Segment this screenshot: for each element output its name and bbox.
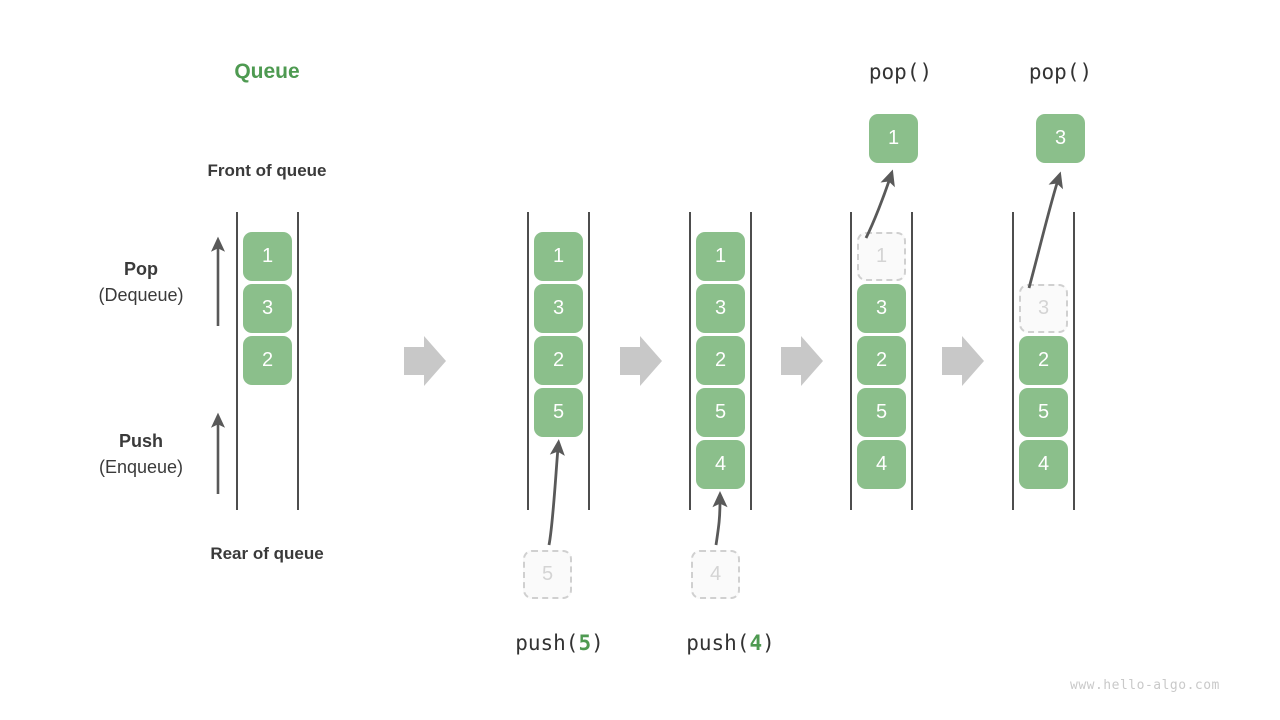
queue-block: 1: [696, 232, 745, 281]
push-label-group: Push (Enqueue): [46, 428, 236, 480]
op-arg: 4: [749, 631, 763, 655]
ejected-block: 1: [869, 114, 918, 163]
page-title: Queue: [234, 60, 300, 83]
op-caption-pop-3: pop(): [1028, 60, 1093, 84]
rail-left-col3: [689, 212, 691, 510]
rail-left-col2: [527, 212, 529, 510]
push-5-motion-arrow: [547, 439, 565, 546]
queue-block: 2: [243, 336, 292, 385]
op-caption-push-5: push(5): [452, 631, 667, 655]
incoming-ghost-block: 4: [691, 550, 740, 599]
rail-left-col4: [850, 212, 852, 510]
rail-right-col4: [911, 212, 913, 510]
queue-block: 3: [696, 284, 745, 333]
push-label: Push: [118, 431, 163, 451]
popped-ghost-block: 1: [857, 232, 906, 281]
rail-left-col5: [1012, 212, 1014, 510]
op-prefix: push(: [686, 631, 750, 655]
queue-block: 2: [1019, 336, 1068, 385]
queue-block: 4: [696, 440, 745, 489]
queue-block: 5: [857, 388, 906, 437]
queue-block: 5: [696, 388, 745, 437]
queue-block: 2: [696, 336, 745, 385]
rail-right-col5: [1073, 212, 1075, 510]
queue-block: 3: [243, 284, 292, 333]
op-caption-pop-1: pop(): [868, 60, 933, 84]
queue-block: 4: [1019, 440, 1068, 489]
ejected-block: 3: [1036, 114, 1085, 163]
rail-left-col1: [236, 212, 238, 510]
queue-block: 4: [857, 440, 906, 489]
pop-1-motion-arrow: [864, 169, 895, 239]
op-prefix: push(: [515, 631, 579, 655]
queue-block: 2: [857, 336, 906, 385]
op-caption-push-4: push(4): [623, 631, 838, 655]
incoming-ghost-block: 5: [523, 550, 572, 599]
enqueue-label: (Enqueue): [98, 457, 184, 477]
op-suffix: ): [591, 631, 604, 655]
step-chevron-icon: [781, 336, 823, 386]
queue-block: 3: [857, 284, 906, 333]
queue-block: 5: [1019, 388, 1068, 437]
front-of-queue-label: Front of queue: [207, 161, 327, 180]
queue-block: 5: [534, 388, 583, 437]
dequeue-label: (Dequeue): [98, 285, 184, 305]
pop-3-motion-arrow: [1027, 171, 1063, 289]
watermark: www.hello-algo.com: [1070, 678, 1220, 693]
op-suffix: ): [762, 631, 775, 655]
rail-right-col3: [750, 212, 752, 510]
step-chevron-icon: [404, 336, 446, 386]
push-4-motion-arrow: [712, 491, 728, 546]
queue-block: 3: [534, 284, 583, 333]
rear-of-queue-label: Rear of queue: [210, 544, 324, 563]
queue-block: 1: [243, 232, 292, 281]
queue-block: 2: [534, 336, 583, 385]
step-chevron-icon: [942, 336, 984, 386]
step-chevron-icon: [620, 336, 662, 386]
rail-right-col2: [588, 212, 590, 510]
queue-block: 1: [534, 232, 583, 281]
pop-label: Pop: [124, 259, 158, 279]
popped-ghost-block: 3: [1019, 284, 1068, 333]
op-arg: 5: [578, 631, 592, 655]
pop-label-group: Pop (Dequeue): [46, 256, 236, 308]
rail-right-col1: [297, 212, 299, 510]
